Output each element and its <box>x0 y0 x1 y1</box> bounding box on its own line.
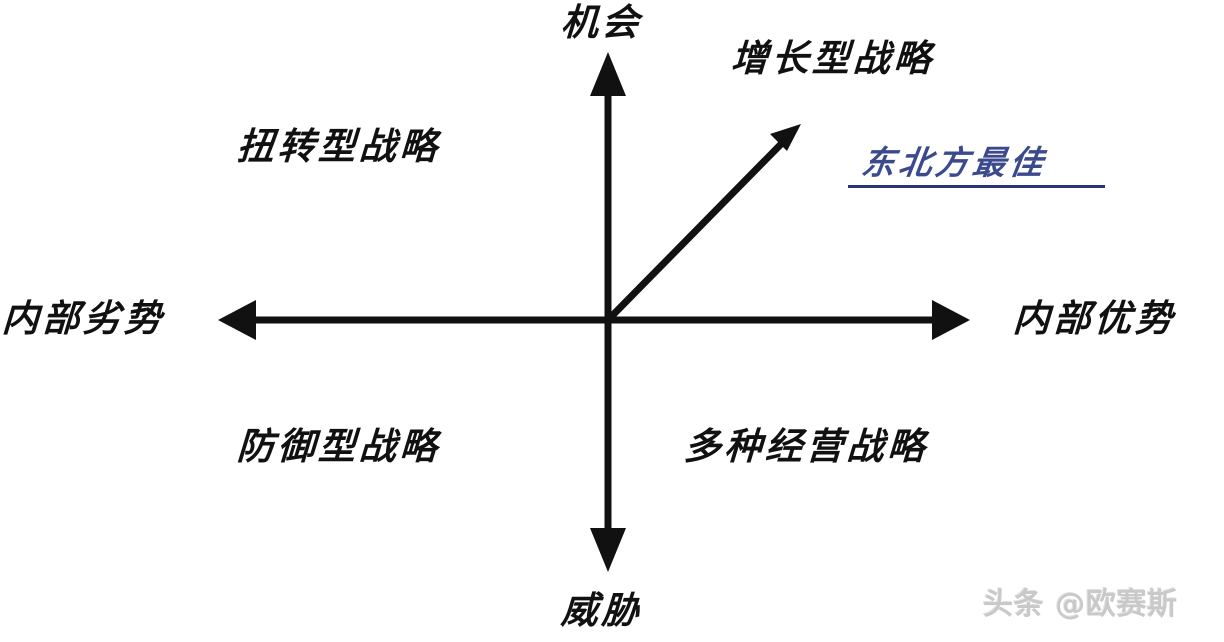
axis-label-internal-weakness: 内部劣势 <box>0 296 166 340</box>
annotation-underline <box>848 185 1105 188</box>
quadrant-label-bottom-right: 多种经营战略 <box>682 424 930 468</box>
arrowhead-right <box>932 300 970 340</box>
watermark-label: 头条 @欧赛斯 <box>983 587 1178 622</box>
axis-label-opportunity: 机会 <box>559 0 644 44</box>
arrowhead-up <box>590 52 626 96</box>
annotation-northeast-best: 东北方最佳 <box>859 143 1050 182</box>
axis-label-internal-strength: 内部优势 <box>1011 296 1177 340</box>
quadrant-label-top-right: 增长型战略 <box>729 36 936 80</box>
quadrant-label-top-left: 扭转型战略 <box>235 124 442 168</box>
arrowhead-diagonal-northeast <box>770 124 801 151</box>
arrowhead-down <box>590 528 626 572</box>
arrowhead-left <box>218 300 256 340</box>
axis-label-threat: 威胁 <box>559 588 644 632</box>
diagonal-growth-line <box>605 134 791 323</box>
quadrant-label-bottom-left: 防御型战略 <box>235 424 442 468</box>
